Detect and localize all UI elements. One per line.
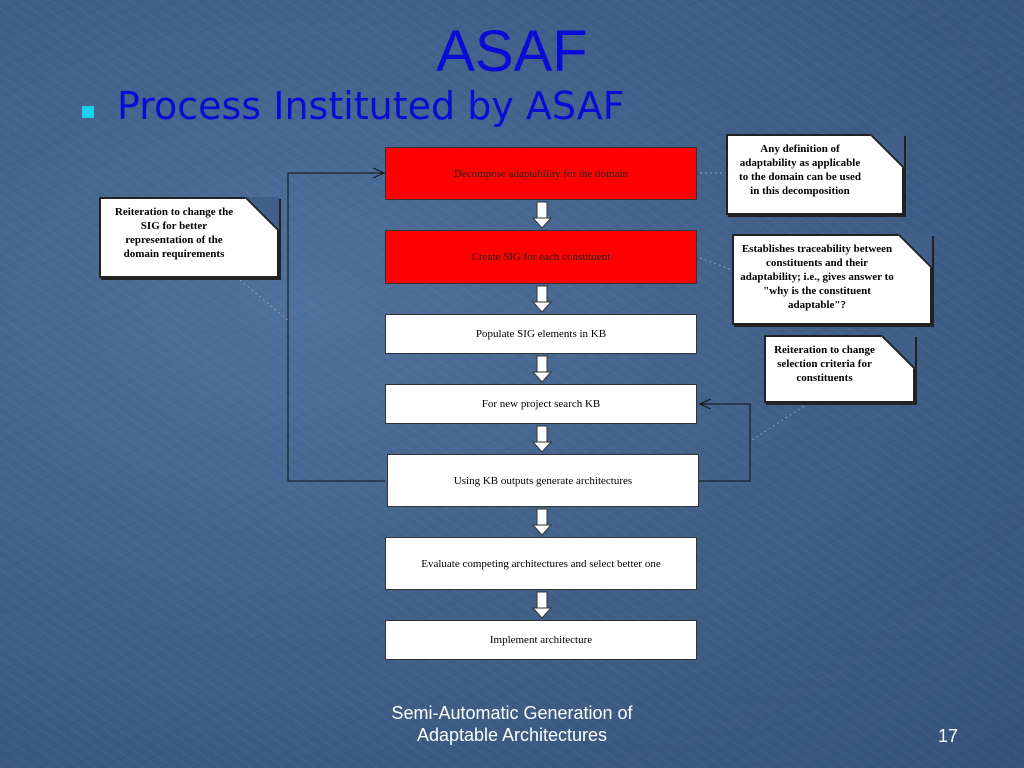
note-selection-criteria-text: Reiteration to change selection criteria… [774,344,875,384]
slide-title: ASAF [436,19,588,84]
note-selection-criteria: Reiteration to change selection criteria… [764,335,915,403]
footer-line-2: Adaptable Architectures [416,725,608,745]
down-arrow-5 [531,508,553,536]
step-generate-architectures: Using KB outputs generate architectures [387,454,699,507]
down-arrow-4 [531,425,553,453]
note-reiterate-sig: Reiteration to change the SIG for better… [99,197,279,278]
step-decompose: Decompose adaptability for the domain [385,147,697,200]
slide-subtitle: Process Instituted by ASAF [117,84,625,128]
note-definition-text: Any definition of adaptability as applic… [739,143,861,197]
step-search-kb: For new project search KB [385,384,697,424]
down-arrow-3 [531,355,553,383]
step-evaluate-architectures: Evaluate competing architectures and sel… [385,537,697,590]
note-traceability-text: Establishes traceability between constit… [740,243,894,311]
footer-title: Semi-Automatic Generation of Adaptable A… [340,702,684,746]
note-definition: Any definition of adaptability as applic… [726,134,904,215]
right-feedback-line [697,404,751,482]
down-arrow-6 [531,591,553,619]
down-arrow-2 [531,285,553,313]
note-traceability: Establishes traceability between constit… [732,234,932,325]
step-create-sig: Create SIG for each constituent [385,230,697,284]
step-implement: Implement architecture [385,620,697,660]
page-number: 17 [938,726,959,746]
bullet-icon [82,106,94,118]
left-feedback-line [287,173,385,482]
step-populate-sig: Populate SIG elements in KB [385,314,697,354]
note-reiterate-sig-text: Reiteration to change the SIG for better… [114,206,234,260]
down-arrow-1 [531,201,553,229]
footer-line-1: Semi-Automatic Generation of [391,703,633,723]
